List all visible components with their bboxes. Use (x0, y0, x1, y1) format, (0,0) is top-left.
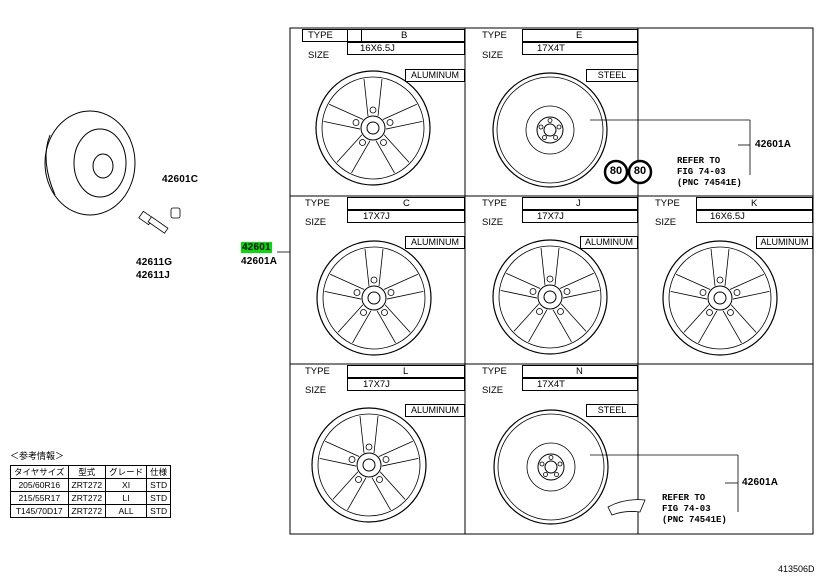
figure-id: 413506D (778, 564, 815, 574)
panel-c-size-label: SIZE (305, 217, 327, 228)
panel-e-size-value: 17X4T (537, 43, 565, 54)
reference-table: タイヤサイズ 型式 グレード 仕様 205/60R16 ZRT272 XI ST… (10, 465, 172, 518)
part-number-valve-g[interactable]: 42611G (136, 257, 173, 268)
panel-n-size-label: SIZE (482, 385, 504, 396)
panel-j-size-value: 17X7J (537, 211, 564, 222)
panel-n-size-value: 17X4T (537, 379, 565, 390)
header-spec: 仕様 (146, 465, 172, 479)
part-number-wheel-highlighted[interactable]: 42601 (241, 242, 272, 253)
panel-l-type-value: L (403, 366, 409, 377)
header-model: 型式 (67, 465, 107, 479)
refer-line-1: REFER TO (677, 156, 721, 166)
panel-b-material: ALUMINUM (405, 69, 465, 82)
panel-l-size-label: SIZE (305, 385, 327, 396)
refer-line-1: REFER TO (662, 493, 706, 503)
cell-model: ZRT272 (67, 504, 107, 518)
panel-n-material: STEEL (586, 404, 638, 417)
part-number-spare-bottom[interactable]: 42601A (742, 477, 779, 488)
panel-c-material: ALUMINUM (405, 236, 465, 249)
cell-tire-size: 215/55R17 (10, 491, 69, 505)
refer-note-top[interactable]: REFER TO FIG 74-03 (PNC 74541E) (677, 156, 742, 189)
cell-model: ZRT272 (67, 478, 107, 492)
header-grade: グレード (105, 465, 148, 479)
part-number-spare-top[interactable]: 42601A (755, 139, 792, 150)
header-tire-size: タイヤサイズ (10, 465, 69, 479)
part-number-wheel-a[interactable]: 42601A (241, 256, 278, 267)
cell-grade: LI (105, 491, 148, 505)
cell-tire-size: 205/60R16 (10, 478, 69, 492)
panel-b-size-value: 16X6.5J (360, 43, 395, 54)
panel-e-type-label: TYPE (482, 30, 507, 41)
cell-grade: ALL (105, 504, 148, 518)
panel-n-type-value: N (576, 366, 583, 377)
part-number-cap[interactable]: 42601C (162, 174, 199, 185)
panel-n-type-label: TYPE (482, 366, 507, 377)
table-row: 215/55R17 ZRT272 LI STD (10, 491, 172, 505)
panel-e-material: STEEL (586, 69, 638, 82)
panel-j-type-value: J (576, 198, 581, 209)
refer-line-3: (PNC 74541E) (677, 178, 742, 188)
cell-grade: XI (105, 478, 148, 492)
panel-k-type-label: TYPE (655, 198, 680, 209)
panel-l-type-label: TYPE (305, 366, 330, 377)
cell-tire-size: T145/70D17 (10, 504, 69, 518)
speed-sign-right: 80 (633, 165, 647, 177)
reference-title: ＜参考情報＞ (10, 451, 65, 461)
panel-l-size-value: 17X7J (363, 379, 390, 390)
speed-sign-left: 80 (609, 165, 623, 177)
panel-k-size-value: 16X6.5J (710, 211, 745, 222)
table-row: T145/70D17 ZRT272 ALL STD (10, 504, 172, 518)
panel-c-type-label: TYPE (305, 198, 330, 209)
panel-k-type-value: K (751, 198, 758, 209)
panel-c-type-value: C (403, 198, 410, 209)
refer-note-bottom[interactable]: REFER TO FIG 74-03 (PNC 74541E) (662, 493, 727, 526)
panel-b-type-value: B (401, 30, 408, 41)
cell-model: ZRT272 (67, 491, 107, 505)
cell-spec: STD (146, 491, 172, 505)
table-row: 205/60R16 ZRT272 XI STD (10, 478, 172, 492)
panel-j-size-label: SIZE (482, 217, 504, 228)
refer-line-3: (PNC 74541E) (662, 515, 727, 525)
panel-e-size-label: SIZE (482, 50, 504, 61)
refer-line-2: FIG 74-03 (677, 167, 726, 177)
panel-j-type-label: TYPE (482, 198, 507, 209)
cell-spec: STD (146, 478, 172, 492)
panel-b-size-label: SIZE (308, 50, 330, 61)
panel-c-size-value: 17X7J (363, 211, 390, 222)
table-header-row: タイヤサイズ 型式 グレード 仕様 (10, 465, 172, 479)
panel-j-material: ALUMINUM (580, 236, 638, 249)
cell-spec: STD (146, 504, 172, 518)
panel-k-material: ALUMINUM (756, 236, 813, 249)
panel-k-size-label: SIZE (655, 217, 677, 228)
panel-b-type-label: TYPE (308, 30, 333, 41)
panel-e-type-value: E (576, 30, 583, 41)
refer-line-2: FIG 74-03 (662, 504, 711, 514)
part-number-valve-j[interactable]: 42611J (136, 270, 171, 281)
panel-l-material: ALUMINUM (405, 404, 465, 417)
